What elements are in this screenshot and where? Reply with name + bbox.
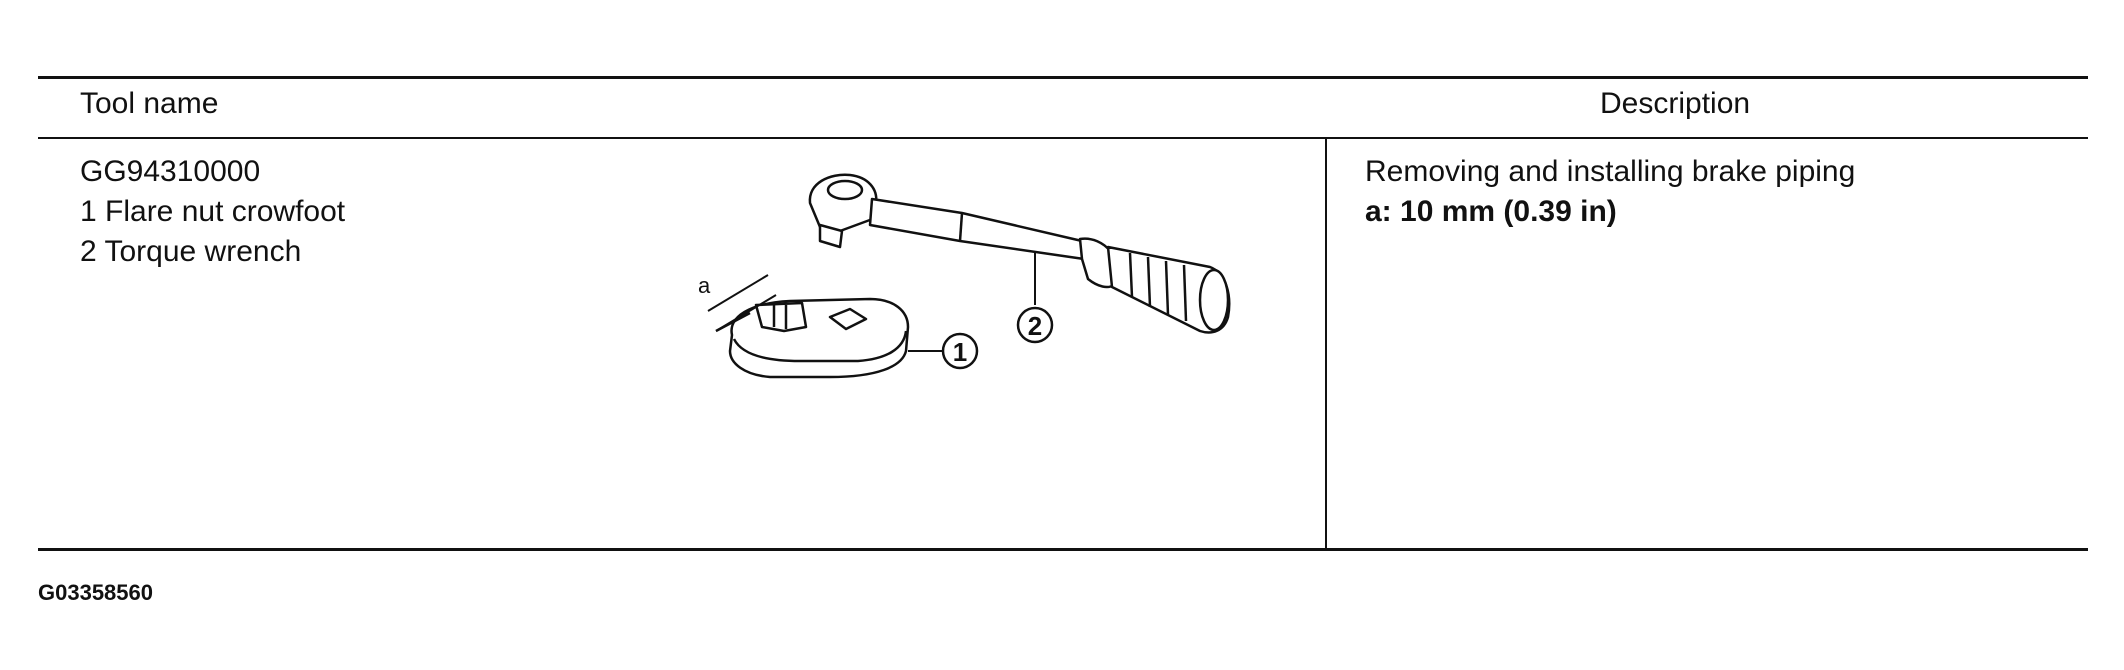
tool-item-flare-nut-crowfoot: 1 Flare nut crowfoot <box>80 195 346 228</box>
callout-2-label: 2 <box>1028 311 1042 341</box>
dimension-a-label: a <box>698 273 711 298</box>
tool-item-torque-wrench: 2 Torque wrench <box>80 235 302 268</box>
tool-part-number: GG94310000 <box>80 155 261 188</box>
tool-illustration: 2 a 1 <box>698 173 1231 379</box>
header-description: Description <box>1600 87 1751 120</box>
callout-1-circle <box>941 332 979 370</box>
table-header-rule <box>38 137 2088 139</box>
dimension-spec: a: 10 mm (0.39 in) <box>1365 195 1617 228</box>
table-bottom-rule <box>38 548 2088 551</box>
flare-nut-crowfoot-drawing <box>728 297 910 379</box>
table-column-divider <box>1325 139 1327 549</box>
description-text: Removing and installing brake piping <box>1365 155 1856 188</box>
torque-wrench-drawing <box>808 173 1231 334</box>
header-tool-name: Tool name <box>80 87 219 120</box>
tool-name-cell: GG94310000 1 Flare nut crowfoot 2 Torque… <box>80 152 345 272</box>
figure-id: G03358560 <box>38 580 153 605</box>
description-cell: Removing and installing brake piping a: … <box>1365 152 1855 232</box>
callout-1-label: 1 <box>953 337 967 367</box>
table-top-rule <box>38 76 2088 79</box>
callout-2-circle <box>1016 306 1054 344</box>
